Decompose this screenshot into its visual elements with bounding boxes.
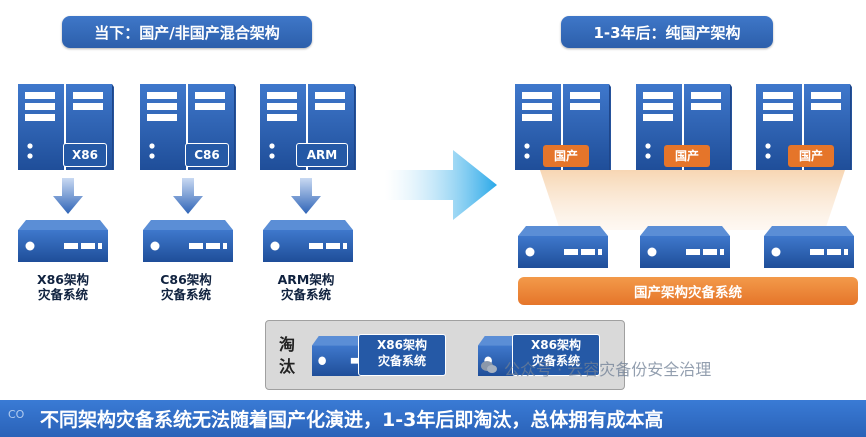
eliminated-tag-line: 灾备系统 — [531, 354, 580, 368]
server-tag-c86: C86 — [185, 143, 229, 167]
server-tag-domestic: 国产 — [788, 145, 834, 167]
server-tag-arm: ARM — [296, 143, 348, 167]
appliance-arm-icon — [263, 220, 353, 262]
eliminated-system-tag: X86架构 灾备系统 — [358, 334, 446, 376]
system-label-line: X86架构 — [36, 272, 90, 287]
eliminated-tag-line: X86架构 — [377, 338, 427, 352]
eliminated-label-char: 汰 — [279, 357, 296, 376]
system-label-line: 灾备系统 — [160, 287, 211, 302]
current-architecture-header: 当下：国产/非国产混合架构 — [62, 16, 312, 48]
down-arrow-icon — [173, 178, 203, 214]
domestic-system-label: 国产架构灾备系统 — [634, 285, 742, 301]
appliance-domestic-icon — [518, 226, 608, 268]
future-architecture-header: 1-3年后：纯国产架构 — [561, 16, 773, 48]
system-label-c86: C86架构 灾备系统 — [138, 272, 234, 302]
down-arrow-icon — [291, 178, 321, 214]
server-tag-domestic: 国产 — [543, 145, 589, 167]
appliance-x86-icon — [18, 220, 108, 262]
server-tag-domestic: 国产 — [664, 145, 710, 167]
transition-arrow-icon — [385, 150, 497, 220]
appliance-domestic-icon — [640, 226, 730, 268]
watermark-text: 公众号 · 云容灾备份安全治理 — [504, 360, 712, 379]
future-header-text: 1-3年后：纯国产架构 — [593, 23, 741, 42]
system-label-line: C86架构 — [160, 272, 212, 287]
domestic-system-bar: 国产架构灾备系统 — [518, 277, 858, 305]
system-label-arm: ARM架构 灾备系统 — [258, 272, 354, 302]
eliminated-system-tag: X86架构 灾备系统 — [512, 334, 600, 376]
bottom-banner: 不同架构灾备系统无法随着国产化演进，1-3年后即淘汰，总体拥有成本高 — [0, 400, 866, 437]
system-label-line: 灾备系统 — [37, 287, 88, 302]
converge-beam — [540, 170, 845, 230]
eliminated-label-char: 淘 — [279, 335, 296, 354]
system-label-line: ARM架构 — [277, 272, 335, 287]
wechat-icon — [481, 361, 497, 373]
appliance-c86-icon — [143, 220, 233, 262]
corner-mark: CO — [8, 408, 25, 421]
system-label-line: 灾备系统 — [280, 287, 331, 302]
eliminated-tag-line: 灾备系统 — [377, 354, 426, 368]
down-arrow-icon — [53, 178, 83, 214]
bottom-banner-text: 不同架构灾备系统无法随着国产化演进，1-3年后即淘汰，总体拥有成本高 — [40, 409, 664, 431]
eliminated-tag-line: X86架构 — [531, 338, 581, 352]
current-header-text: 当下：国产/非国产混合架构 — [94, 23, 280, 42]
server-tag-x86: X86 — [63, 143, 107, 167]
appliance-domestic-icon — [764, 226, 854, 268]
system-label-x86: X86架构 灾备系统 — [15, 272, 111, 302]
